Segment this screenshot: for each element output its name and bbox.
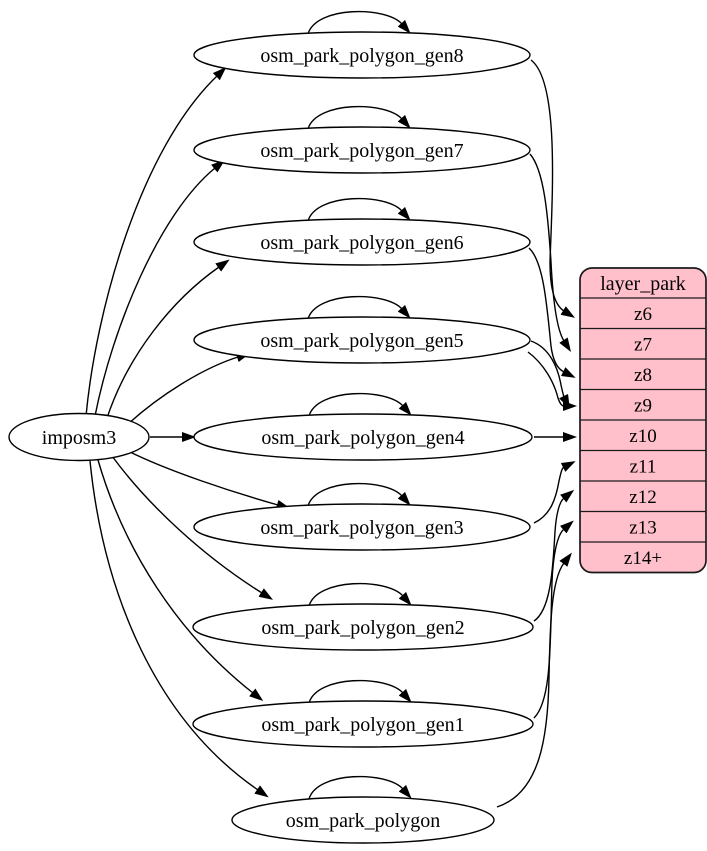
node-label-osm_park_polygon_gen8: osm_park_polygon_gen8: [260, 45, 463, 67]
layer-table-row-z13: z13: [629, 517, 656, 538]
node-shape-osm_park_polygon_gen1: [192, 700, 534, 748]
node-osm_park_polygon_gen5: osm_park_polygon_gen5: [193, 316, 531, 364]
node-label-osm_park_polygon_gen7: osm_park_polygon_gen7: [260, 140, 463, 162]
node-osm_park_polygon_gen7: osm_park_polygon_gen7: [193, 126, 531, 174]
layer-table-row-z11: z11: [630, 456, 657, 477]
node-shape-osm_park_polygon_gen5: [193, 316, 531, 364]
layer-table-row-z7: z7: [634, 334, 652, 355]
edge-imposm3-to-osm_park_polygon: [89, 460, 269, 798]
node-osm_park_polygon_gen8: osm_park_polygon_gen8: [193, 31, 531, 79]
self-loop-osm_park_polygon_gen1: [308, 679, 412, 704]
node-label-osm_park_polygon_gen4: osm_park_polygon_gen4: [261, 427, 464, 449]
node-imposm3: imposm3: [8, 412, 150, 462]
edge-imposm3-to-osm_park_polygon_gen1: [97, 459, 264, 702]
edge-imposm3-to-osm_park_polygon_gen3: [127, 450, 291, 510]
edge-osm_park_polygon_gen3-to-layer_park-z11: [533, 461, 576, 524]
edge-osm_park_polygon_gen8-to-layer_park-z6: [530, 59, 576, 318]
node-osm_park_polygon_gen4: osm_park_polygon_gen4: [193, 413, 533, 461]
layer-table-row-z6: z6: [634, 304, 652, 325]
node-shape-imposm3: [8, 412, 150, 462]
node-osm_park_polygon: osm_park_polygon: [231, 796, 495, 844]
self-loop-osm_park_polygon_gen2: [308, 582, 412, 607]
node-shape-osm_park_polygon: [231, 796, 495, 844]
edge-osm_park_polygon_gen1-to-layer_park-z13: [533, 520, 574, 719]
node-shape-osm_park_polygon_gen4: [193, 413, 533, 461]
self-loop-osm_park_polygon_gen4: [308, 392, 412, 417]
node-label-osm_park_polygon_gen3: osm_park_polygon_gen3: [260, 517, 463, 539]
layer-table-layer_park: layer_park z6 z7 z8 z9 z10 z11 z12 z13 z14+: [579, 267, 707, 574]
edge-osm_park_polygon_gen2-to-layer_park-z12: [533, 489, 575, 622]
edge-imposm3-to-osm_park_polygon_gen2: [111, 455, 274, 600]
node-osm_park_polygon_gen2: osm_park_polygon_gen2: [192, 603, 534, 651]
self-loop-osm_park_polygon_gen3: [307, 482, 411, 507]
node-label-osm_park_polygon_gen1: osm_park_polygon_gen1: [261, 714, 464, 736]
self-loop-osm_park_polygon: [308, 775, 412, 800]
node-shape-osm_park_polygon_gen7: [193, 126, 531, 174]
node-osm_park_polygon_gen1: osm_park_polygon_gen1: [192, 700, 534, 748]
edge-imposm3-to-osm_park_polygon_gen6: [106, 259, 230, 419]
edge-imposm3-to-osm_park_polygon_gen7: [94, 159, 226, 417]
edge-osm_park_polygon_gen5-to-layer_park-z9: [527, 351, 577, 411]
edge-osm_park_polygon_gen5-to-layer_park-z9: [530, 340, 570, 409]
self-loop-osm_park_polygon_gen7: [307, 105, 411, 130]
self-loop-osm_park_polygon_gen5: [307, 295, 411, 320]
node-osm_park_polygon_gen6: osm_park_polygon_gen6: [193, 218, 531, 266]
node-shape-osm_park_polygon_gen8: [193, 31, 531, 79]
layer-table-row-z8: z8: [634, 365, 652, 386]
layer-table-title: layer_park: [600, 273, 686, 295]
self-loop-osm_park_polygon_gen8: [307, 10, 411, 35]
layer-table-row-z10: z10: [629, 426, 656, 447]
node-label-osm_park_polygon_gen5: osm_park_polygon_gen5: [260, 330, 463, 352]
node-label-osm_park_polygon_gen2: osm_park_polygon_gen2: [261, 617, 464, 639]
edge-imposm3-to-osm_park_polygon_gen5: [127, 352, 251, 425]
node-label-osm_park_polygon_gen6: osm_park_polygon_gen6: [260, 232, 463, 254]
layer-table-row-z12: z12: [629, 487, 656, 508]
edge-osm_park_polygon-to-layer_park-z14+: [496, 552, 572, 808]
layer-table-row-z14+: z14+: [624, 548, 662, 569]
node-shape-osm_park_polygon_gen2: [192, 603, 534, 651]
node-label-osm_park_polygon: osm_park_polygon: [286, 810, 440, 832]
node-label-imposm3: imposm3: [42, 427, 116, 449]
layer-table-row-z9: z9: [634, 395, 652, 416]
node-shape-osm_park_polygon_gen6: [193, 218, 531, 266]
node-shape-osm_park_polygon_gen3: [193, 503, 531, 551]
edge-osm_park_polygon_gen7-to-layer_park-z7: [529, 153, 571, 352]
edge-osm_park_polygon_gen6-to-layer_park-z8: [528, 247, 576, 378]
node-osm_park_polygon_gen3: osm_park_polygon_gen3: [193, 503, 531, 551]
edge-imposm3-to-osm_park_polygon_gen8: [85, 66, 227, 417]
self-loop-osm_park_polygon_gen6: [307, 197, 411, 222]
